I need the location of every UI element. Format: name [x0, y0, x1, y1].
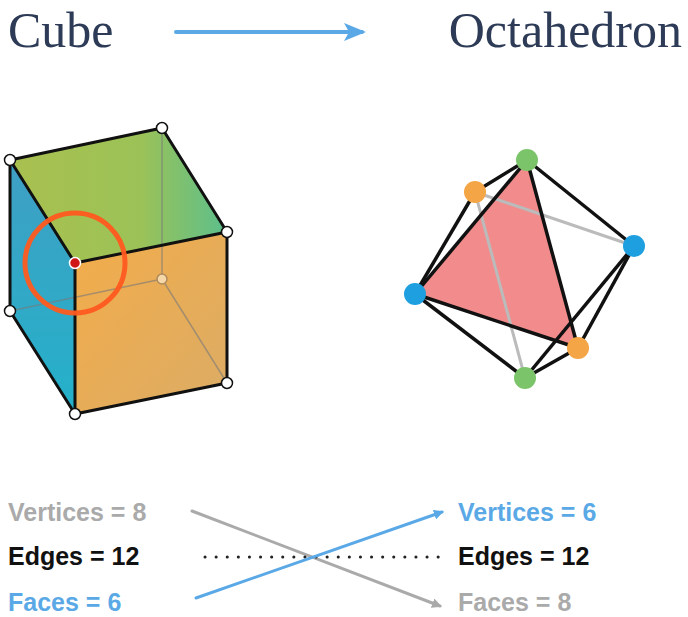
mapping-arrow: [196, 512, 442, 598]
highlight-circle: [25, 213, 125, 313]
title-word: Cube: [8, 3, 114, 58]
count-label: Edges = 12: [8, 543, 139, 571]
count-label: Vertices = 6: [458, 499, 596, 527]
cube: [5, 123, 233, 420]
count-label: Vertices = 8: [8, 499, 146, 527]
count-label: Edges = 12: [458, 543, 589, 571]
octahedron: [404, 149, 645, 389]
title-arrow: [176, 30, 362, 34]
dotted-line: [205, 556, 446, 559]
count-label: Faces = 8: [458, 589, 571, 617]
title-word: Octahedron: [449, 3, 682, 58]
count-label: Faces = 6: [8, 589, 121, 617]
